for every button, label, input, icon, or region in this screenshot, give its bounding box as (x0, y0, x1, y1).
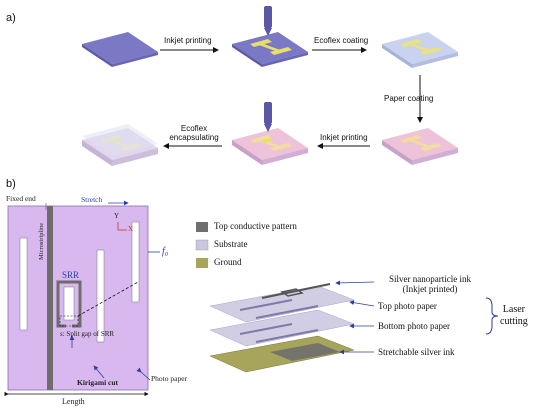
layer-stack (209, 280, 499, 373)
step-label-inkjet-printing-1: Inkjet printing (164, 36, 212, 45)
legend-swatch-substrate (195, 239, 209, 251)
length-label: Length (62, 397, 85, 406)
label-silver-ink-line1: Silver nanoparticle ink (389, 274, 471, 284)
stretch-label: Stretch (81, 195, 103, 204)
step3-ecoflex (382, 32, 458, 68)
legend-swatch-ground (196, 258, 208, 268)
step-label-ecoflex-line1: Ecoflex (180, 124, 208, 133)
step5-printed (232, 102, 308, 165)
split-gap-text: Split gap of SRR (66, 330, 115, 338)
label-laser-cutting: Laser cutting (500, 304, 528, 328)
step-label-ecoflex-encapsulating: Ecoflex encapsulating (166, 124, 222, 142)
legend-ground: Ground (214, 257, 242, 267)
label-top-photo-paper: Top photo paper (378, 301, 437, 311)
step-label-inkjet-printing-2: Inkjet printing (320, 133, 368, 142)
step-label-paper-coating: Paper coating (384, 94, 434, 103)
panel-label-a: a) (6, 12, 16, 24)
photo-paper-label: Photo paper (151, 374, 188, 383)
label-silver-nanoparticle-ink: Silver nanoparticle ink (Inkjet printed) (376, 274, 484, 294)
step1-substrate (82, 32, 158, 67)
f0-label: f₀ (162, 246, 169, 257)
legend-substrate: Substrate (214, 239, 248, 249)
label-laser-line2: cutting (500, 316, 528, 327)
kirigami-layout (4, 200, 160, 397)
legend-top-conductive-pattern: Top conductive pattern (214, 221, 297, 231)
microstripline-label: Microstripline (38, 222, 45, 260)
kirigami-cut-label: Kirigami cut (77, 378, 119, 387)
legend-swatch-top-pattern (196, 222, 208, 232)
split-gap-symbol: s: (60, 330, 65, 338)
label-stretchable-silver-ink: Stretchable silver ink (378, 347, 455, 357)
axis-x-label: X (128, 225, 134, 233)
axis-y-label: Y (114, 212, 120, 220)
step-label-ecoflex-coating: Ecoflex coating (314, 36, 369, 45)
step4-paper (382, 128, 458, 165)
label-silver-ink-line2: (Inkjet printed) (402, 284, 458, 294)
step2-printed (232, 6, 308, 67)
srr-label: SRR (62, 270, 80, 280)
step-label-ecoflex-line2: encapsulating (169, 133, 219, 142)
fixed-end-label: Fixed end (6, 194, 36, 203)
label-laser-line1: Laser (502, 304, 525, 315)
panel-label-b: b) (6, 178, 16, 190)
split-gap-label: s: Split gap of SRR (60, 330, 114, 338)
label-bottom-photo-paper: Bottom photo paper (378, 321, 450, 331)
step6-encapsulated (82, 124, 158, 166)
